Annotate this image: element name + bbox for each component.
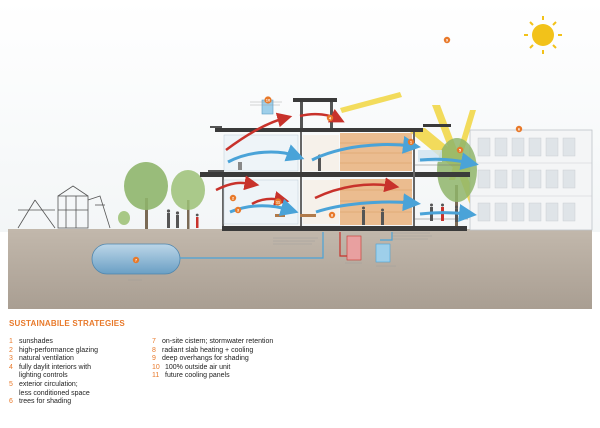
callout-8: 8 [328, 211, 336, 219]
tree-left-1 [124, 162, 168, 229]
svg-text:6: 6 [518, 127, 521, 132]
svg-text:11: 11 [276, 200, 281, 205]
existing-school-building [469, 129, 593, 231]
callout-11: 11 [274, 198, 282, 206]
annotation-lines [128, 101, 432, 281]
legend-item-continuation: less conditioned space [19, 389, 90, 397]
callout-10: 10 [264, 96, 272, 104]
legend-item-continuation: lighting controls [19, 372, 68, 380]
mechanical-units [346, 235, 391, 263]
callout-1: 1 [407, 138, 415, 146]
svg-text:9: 9 [446, 38, 449, 43]
svg-text:3: 3 [237, 208, 240, 213]
tree-left-2 [171, 170, 205, 229]
people-left [166, 209, 199, 228]
svg-text:2: 2 [232, 196, 235, 201]
svg-text:8: 8 [331, 213, 334, 218]
callout-5: 5 [456, 146, 464, 154]
playground-structure [17, 185, 111, 229]
svg-text:4: 4 [329, 116, 332, 121]
callout-2: 2 [229, 194, 237, 202]
sun-icon [524, 16, 562, 54]
svg-text:7: 7 [135, 258, 138, 263]
legend-title: SUSTAINABILE STRATEGIES [9, 319, 125, 328]
warm-air-arrows [215, 108, 400, 206]
callout-3: 3 [234, 206, 242, 214]
svg-text:10: 10 [266, 98, 271, 103]
callout-6: 6 [515, 125, 523, 133]
tree-left-3 [118, 211, 130, 225]
callout-4: 4 [326, 114, 334, 122]
callout-7: 7 [132, 256, 140, 264]
svg-text:5: 5 [459, 148, 462, 153]
svg-text:1: 1 [410, 140, 413, 145]
callout-9: 9 [443, 36, 451, 44]
